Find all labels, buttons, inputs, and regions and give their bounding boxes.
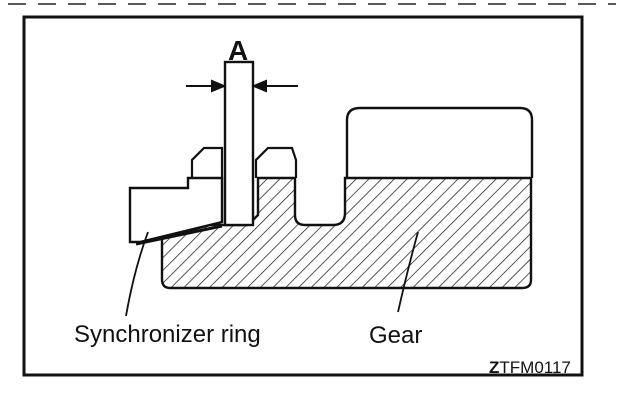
synchronizer-ring-label: Synchronizer ring [74,321,261,348]
gear-label: Gear [369,322,422,349]
figure-code-prefix: Z [489,358,499,377]
feeler-gauge [223,60,255,227]
figure-code: ZTFM0117 [489,358,571,377]
synchronizer-leader [125,231,149,317]
hub-block-right [254,146,298,178]
gear-body [160,176,533,290]
figure-code-rest: TFM0117 [499,358,571,377]
synchronizer-ring-edge [135,224,223,246]
dimension-a-indicator [186,79,298,93]
dimension-a-label: A [228,35,248,66]
gear-tooth [345,106,534,178]
figure-border [22,15,584,377]
hub-block-left [190,146,224,178]
synchronizer-ring [128,176,224,244]
gear-leader [397,231,419,313]
